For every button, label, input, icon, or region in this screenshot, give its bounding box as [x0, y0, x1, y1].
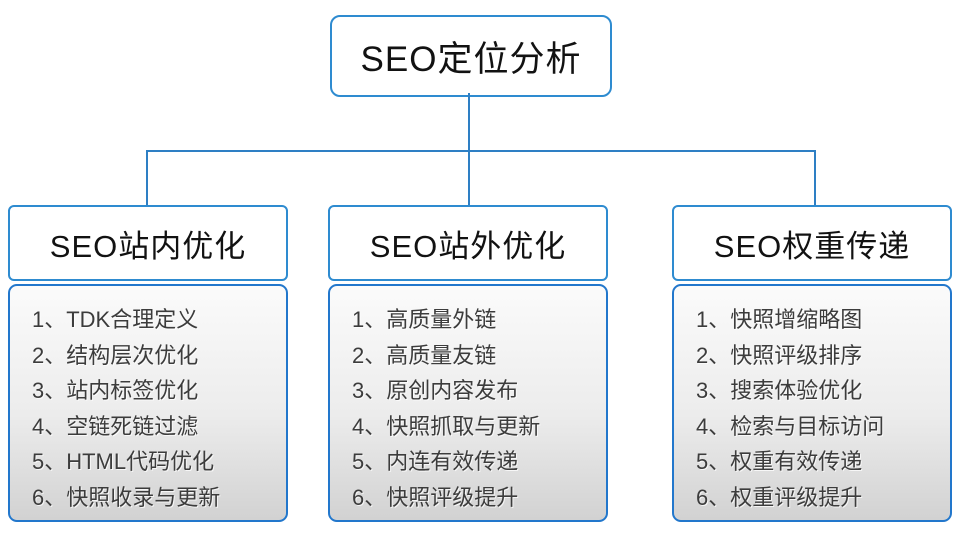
connector-drop-left [146, 150, 148, 205]
branch-title-onsite: SEO站内优化 [8, 205, 288, 281]
list-item: 4、空链死链过滤 [32, 413, 199, 439]
list-item: 6、快照收录与更新 [32, 484, 221, 510]
list-item: 6、快照评级提升 [352, 484, 519, 510]
list-item: 2、快照评级排序 [696, 342, 863, 368]
connector-root-stem [468, 93, 470, 150]
list-item: 2、高质量友链 [352, 342, 497, 368]
list-item: 1、高质量外链 [352, 307, 497, 332]
branch-list-weight: 1、快照增缩略图 2、快照评级排序 3、搜索体验优化 4、检索与目标访问 5、权… [672, 284, 952, 522]
branch-offsite-optimization: SEO站外优化 1、高质量外链 2、高质量友链 3、原创内容发布 4、快照抓取与… [328, 205, 608, 522]
branch-list-onsite: 1、TDK合理定义 2、结构层次优化 3、站内标签优化 4、空链死链过滤 5、H… [8, 284, 288, 522]
branch-onsite-optimization: SEO站内优化 1、TDK合理定义 2、结构层次优化 3、站内标签优化 4、空链… [8, 205, 288, 522]
list-item: 6、权重评级提升 [696, 484, 863, 510]
connector-drop-right [814, 150, 816, 205]
list-item: 5、HTML代码优化 [32, 449, 215, 474]
list-item: 5、内连有效传递 [352, 449, 519, 474]
list-item: 4、检索与目标访问 [696, 413, 885, 439]
list-item: 1、TDK合理定义 [32, 307, 199, 332]
list-item: 5、权重有效传递 [696, 449, 863, 474]
root-node-seo-positioning-analysis: SEO定位分析 [330, 15, 612, 97]
branch-title-weight: SEO权重传递 [672, 205, 952, 281]
connector-drop-center [468, 150, 470, 205]
branch-weight-transfer: SEO权重传递 1、快照增缩略图 2、快照评级排序 3、搜索体验优化 4、检索与… [672, 205, 952, 522]
connector-horizontal-rail [146, 150, 816, 152]
branch-title-offsite: SEO站外优化 [328, 205, 608, 281]
list-item: 3、原创内容发布 [352, 378, 519, 403]
list-item: 1、快照增缩略图 [696, 307, 863, 332]
branch-list-offsite: 1、高质量外链 2、高质量友链 3、原创内容发布 4、快照抓取与更新 5、内连有… [328, 284, 608, 522]
list-item: 3、站内标签优化 [32, 378, 199, 403]
list-item: 3、搜索体验优化 [696, 378, 863, 403]
list-item: 2、结构层次优化 [32, 342, 199, 368]
list-item: 4、快照抓取与更新 [352, 413, 541, 439]
